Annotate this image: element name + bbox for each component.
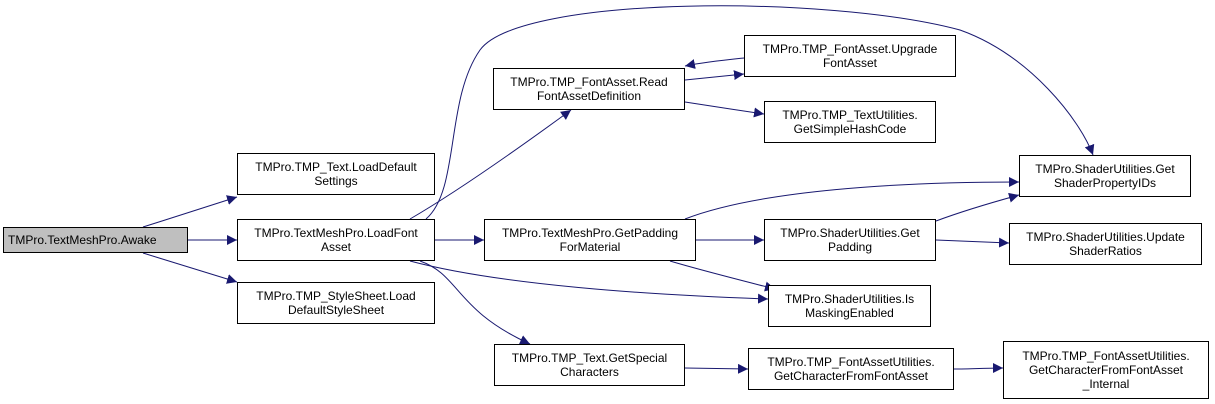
node-label-line: TMPro.TMP_FontAsset.Read bbox=[510, 75, 668, 89]
node-label-line: TMPro.TMP_FontAssetUtilities. bbox=[767, 355, 935, 369]
edge-load-font-asset-to-get-shader-property-ids bbox=[425, 5, 1095, 220]
node-label-line: GetCharacterFromFontAsset bbox=[773, 369, 929, 383]
node-label-line: TMPro.TMP_FontAssetUtilities. bbox=[1022, 349, 1190, 363]
node-label-line: GetSimpleHashCode bbox=[793, 122, 907, 136]
node-label-line: FontAsset bbox=[822, 56, 877, 70]
node-label-line: Padding bbox=[827, 240, 873, 254]
edge-load-font-asset-to-is-masking-enabled bbox=[409, 260, 769, 304]
node-label-line: ShaderPropertyIDs bbox=[1053, 176, 1157, 190]
edge-awake-to-load-default-settings bbox=[142, 195, 238, 228]
node-label-line: ShaderRatios bbox=[1069, 244, 1142, 258]
edge-get-padding-to-get-shader-property-ids bbox=[935, 192, 1020, 222]
node-label-line: Characters bbox=[560, 365, 619, 379]
node-label-line: TMPro.ShaderUtilities.Is bbox=[784, 292, 915, 306]
node-label: TMPro.TMP_FontAssetUtilities.GetCharacte… bbox=[767, 355, 934, 383]
node-label-line: TMPro.TextMeshPro.LoadFont bbox=[254, 226, 418, 240]
node-label-line: TMPro.ShaderUtilities.Get bbox=[780, 226, 920, 240]
node-label-line: Settings bbox=[314, 174, 358, 188]
node-label-line: TMPro.TextMeshPro.GetPadding bbox=[501, 226, 679, 240]
node-label-line: TMPro.ShaderUtilities.Get bbox=[1035, 162, 1175, 176]
node-awake[interactable]: TMPro.TextMeshPro.Awake bbox=[3, 227, 188, 253]
node-label-line: GetCharacterFromFontAsset bbox=[1028, 363, 1184, 377]
edge-load-font-asset-to-read-font-asset-definition bbox=[409, 109, 572, 220]
edge-read-font-asset-definition-to-get-simple-hash-code bbox=[684, 101, 765, 118]
node-get-character-from-font-asset-internal[interactable]: TMPro.TMP_FontAssetUtilities.GetCharacte… bbox=[1003, 341, 1209, 399]
edge-get-padding-to-update-shader-ratios bbox=[935, 237, 1010, 248]
node-label-line: _Internal bbox=[1082, 377, 1130, 391]
node-get-simple-hash-code[interactable]: TMPro.TMP_TextUtilities.GetSimpleHashCod… bbox=[764, 101, 936, 143]
node-label-line: TMPro.TMP_StyleSheet.Load bbox=[256, 289, 416, 303]
edge-get-character-from-font-asset-to-get-character-from-font-asset-internal bbox=[953, 363, 1004, 374]
edge-get-padding-for-material-to-get-shader-property-ids bbox=[684, 177, 1020, 220]
node-label-line: TMPro.TMP_FontAsset.Upgrade bbox=[762, 42, 938, 56]
edge-load-font-asset-to-get-special-characters bbox=[419, 260, 531, 345]
node-label-line: TMPro.TextMeshPro.Awake bbox=[8, 233, 157, 247]
node-label-line: TMPro.ShaderUtilities.Update bbox=[1026, 230, 1185, 244]
node-label-line: Asset bbox=[320, 240, 351, 254]
node-label: TMPro.TMP_TextUtilities.GetSimpleHashCod… bbox=[782, 108, 917, 136]
node-label: TMPro.TMP_FontAssetUtilities.GetCharacte… bbox=[1022, 349, 1189, 391]
edge-read-font-asset-definition-to-upgrade-font-asset bbox=[684, 70, 745, 81]
node-label-line: DefaultStyleSheet bbox=[287, 303, 385, 317]
node-label-line: FontAssetDefinition bbox=[536, 89, 642, 103]
edge-upgrade-font-asset-to-read-font-asset-definition bbox=[684, 57, 745, 69]
edge-awake-to-load-default-stylesheet bbox=[142, 252, 238, 284]
edge-get-padding-for-material-to-is-masking-enabled bbox=[669, 260, 776, 292]
node-label-line: TMPro.TMP_TextUtilities. bbox=[782, 108, 918, 122]
node-label-line: TMPro.TMP_Text.GetSpecial bbox=[511, 351, 668, 365]
node-label: TMPro.TextMeshPro.Awake bbox=[8, 233, 157, 247]
node-label-line: MaskingEnabled bbox=[805, 306, 894, 320]
node-label-line: TMPro.TMP_Text.LoadDefault bbox=[255, 160, 417, 174]
node-get-character-from-font-asset[interactable]: TMPro.TMP_FontAssetUtilities.GetCharacte… bbox=[748, 348, 954, 390]
edge-get-special-characters-to-get-character-from-font-asset bbox=[684, 363, 749, 374]
node-label-line: ForMaterial bbox=[559, 240, 621, 254]
